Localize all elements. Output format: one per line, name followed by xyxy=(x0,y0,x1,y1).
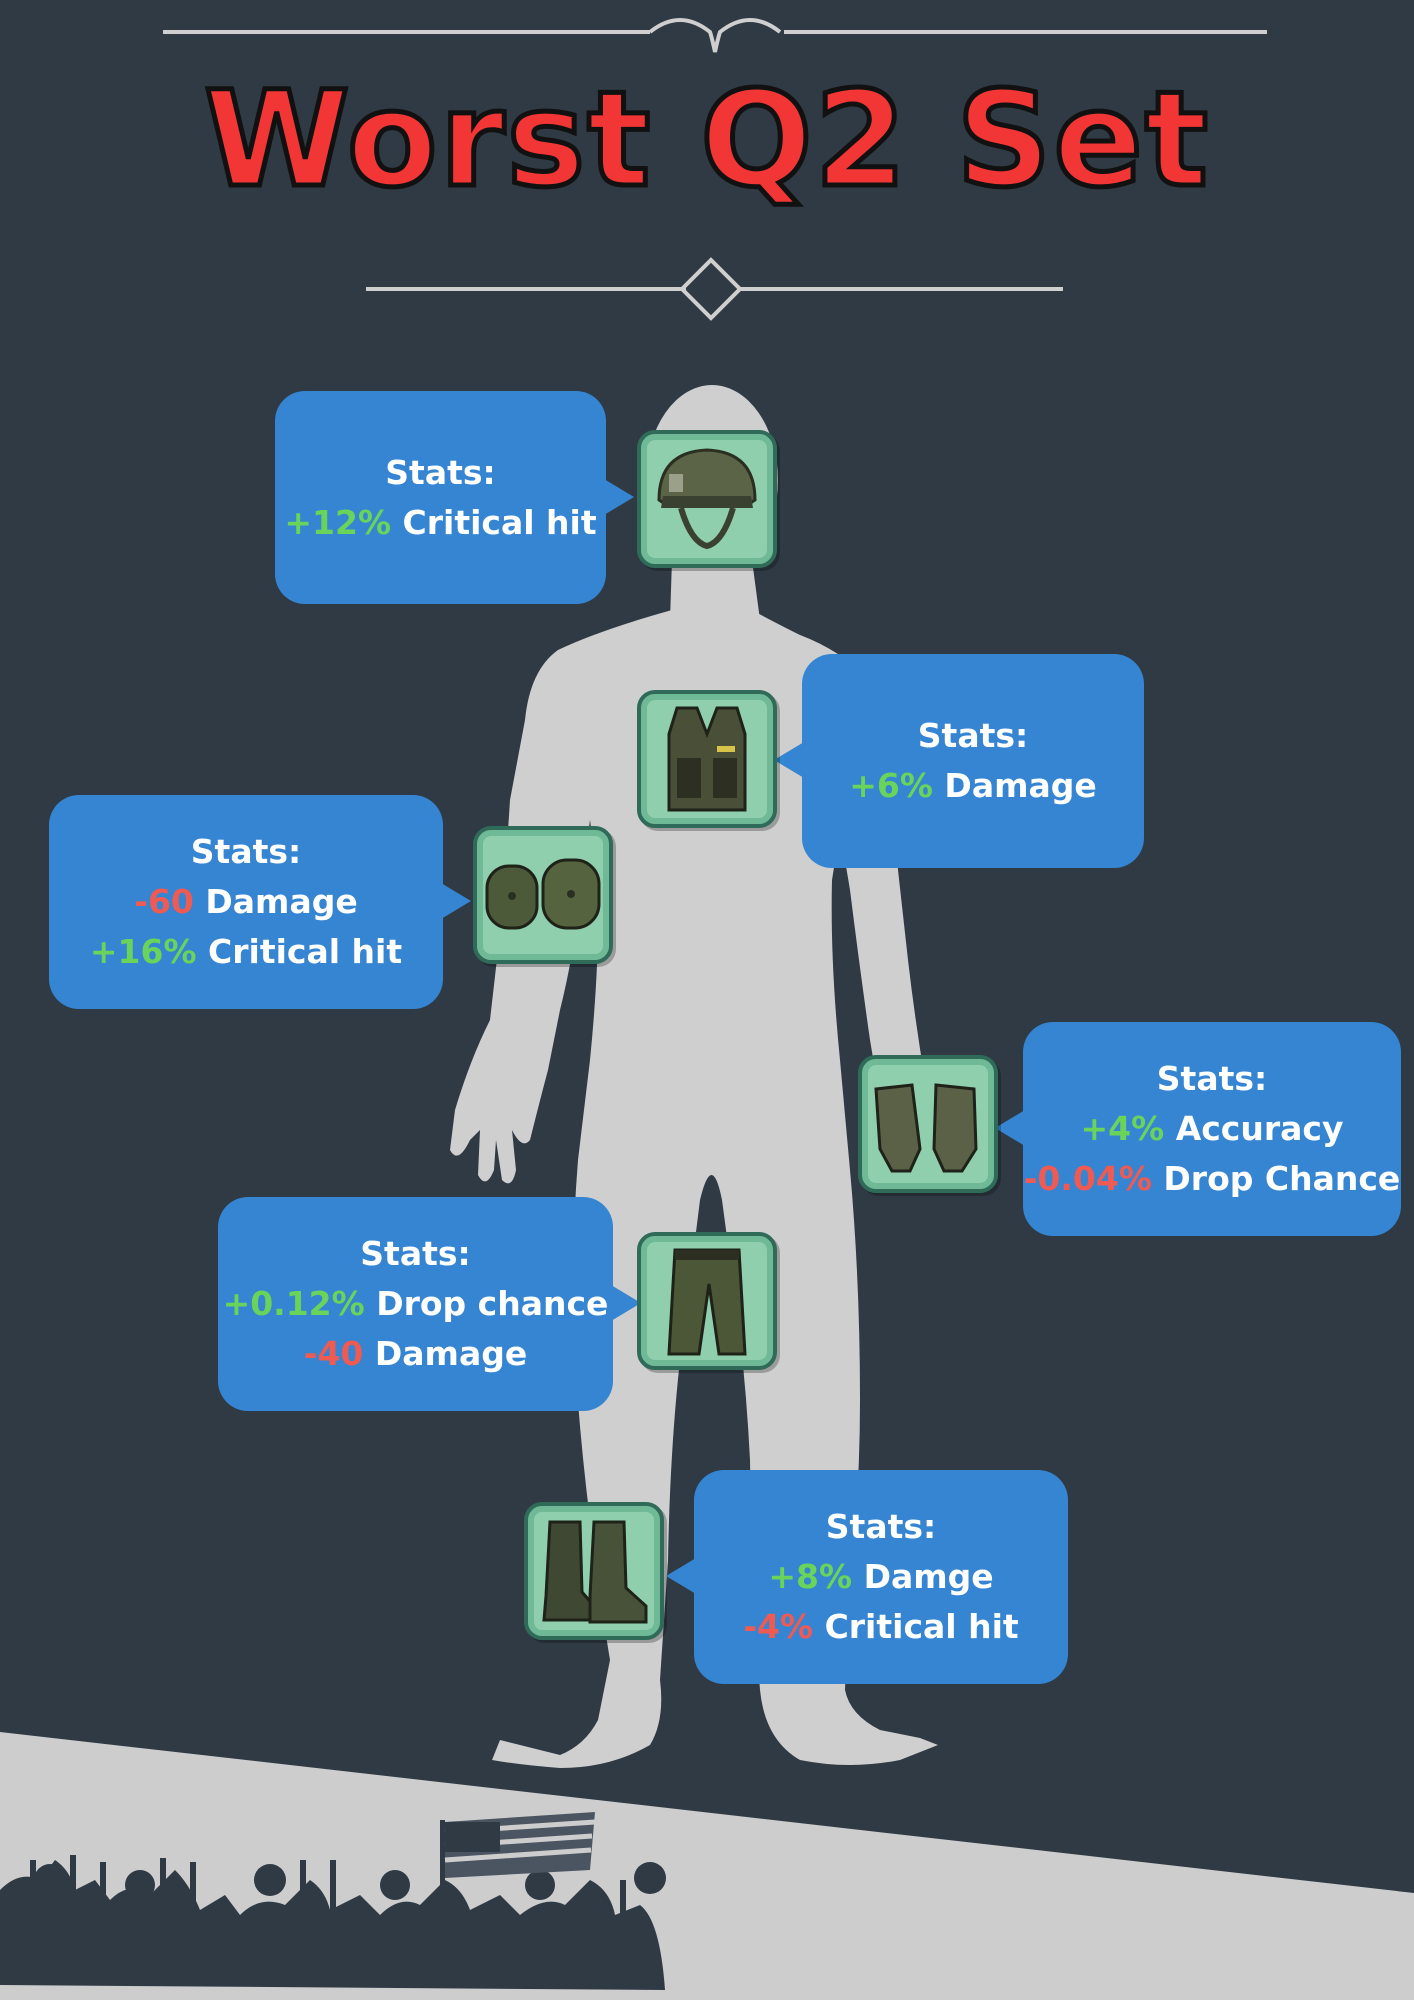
mid-rule-right xyxy=(740,287,1063,291)
stat-name: Critical hit xyxy=(824,1607,1019,1646)
stat-line: +12% Critical hit xyxy=(284,498,596,548)
stats-bubble-boots: Stats: +8% Damge -4% Critical hit xyxy=(666,1470,1068,1684)
stats-label: Stats: xyxy=(360,1234,471,1273)
stat-name: Accuracy xyxy=(1175,1109,1344,1148)
stat-value: +4% xyxy=(1080,1109,1165,1148)
item-slot-vest[interactable] xyxy=(637,690,777,828)
stat-value: +6% xyxy=(849,766,933,805)
bubble-pointer xyxy=(604,479,634,515)
stats-bubble-helmet: Stats: +12% Critical hit xyxy=(275,391,634,604)
bubble-pointer xyxy=(666,1558,696,1594)
top-rule-right xyxy=(784,30,1267,34)
bubble-pointer xyxy=(441,883,471,919)
stat-name: Damage xyxy=(205,882,358,921)
stat-line: +8% Damge xyxy=(768,1552,993,1602)
stats-label: Stats: xyxy=(825,1507,937,1546)
diamond-icon xyxy=(679,257,743,321)
bubble-pointer xyxy=(774,742,804,778)
stats-label: Stats: xyxy=(1156,1059,1268,1098)
stat-value: -4% xyxy=(743,1607,814,1646)
stat-name: Drop Chance xyxy=(1163,1159,1401,1198)
stats-bubble-gloves: Stats: +4% Accuracy -0.04% Drop Chance xyxy=(995,1022,1401,1236)
stats-label: Stats: xyxy=(190,832,302,871)
stat-name: Critical hit xyxy=(208,932,403,971)
bubble-pointer xyxy=(995,1110,1025,1146)
top-rule-left xyxy=(163,30,650,34)
soldiers-silhouette-icon xyxy=(0,1812,666,1990)
stat-value: -60 xyxy=(134,882,194,921)
stat-name: Damage xyxy=(944,766,1097,805)
stat-value: +16% xyxy=(89,932,197,971)
bubble-pointer xyxy=(611,1285,641,1321)
gloves-icon xyxy=(874,1083,978,1173)
knee-pads-icon xyxy=(485,858,601,930)
stat-value: -40 xyxy=(303,1334,364,1373)
pants-icon xyxy=(667,1248,747,1356)
item-slot-helmet[interactable] xyxy=(637,430,777,568)
stat-name: Damage xyxy=(374,1334,528,1373)
stat-line: +0.12% Drop chance xyxy=(223,1279,609,1329)
stat-line: +6% Damage xyxy=(849,761,1097,811)
page-title: Worst Q2 Set xyxy=(201,63,1210,217)
stat-value: +8% xyxy=(768,1557,853,1596)
stat-value: +0.12% xyxy=(222,1284,365,1323)
stat-value: +12% xyxy=(284,502,392,542)
stat-name: Drop chance xyxy=(376,1284,609,1323)
stat-line: +16% Critical hit xyxy=(90,927,402,977)
item-slot-boots[interactable] xyxy=(524,1502,664,1640)
stats-bubble-vest: Stats: +6% Damage xyxy=(774,654,1144,868)
stat-name: Damge xyxy=(863,1557,994,1596)
stat-line: -60 Damage xyxy=(134,877,357,927)
item-slot-pants[interactable] xyxy=(637,1232,777,1370)
stat-line: +4% Accuracy xyxy=(1081,1104,1344,1154)
stat-name: Critical hit xyxy=(402,502,597,542)
vest-icon xyxy=(667,706,747,812)
boots-icon xyxy=(542,1520,648,1624)
item-slot-knee-pads[interactable] xyxy=(473,826,613,964)
stat-line: -40 Damage xyxy=(304,1329,527,1379)
helmet-icon xyxy=(657,448,757,550)
stats-label: Stats: xyxy=(385,452,496,492)
top-ornament-icon xyxy=(648,18,782,53)
stats-bubble-pants: Stats: +0.12% Drop chance -40 Damage xyxy=(218,1197,641,1411)
mid-rule-left xyxy=(366,287,686,291)
item-slot-gloves[interactable] xyxy=(858,1055,998,1193)
stat-line: -4% Critical hit xyxy=(743,1602,1018,1652)
stat-value: -0.04% xyxy=(1023,1159,1152,1198)
stats-label: Stats: xyxy=(917,716,1029,755)
stats-bubble-knee-pads: Stats: -60 Damage +16% Critical hit xyxy=(49,795,471,1009)
stat-line: -0.04% Drop Chance xyxy=(1024,1154,1401,1204)
